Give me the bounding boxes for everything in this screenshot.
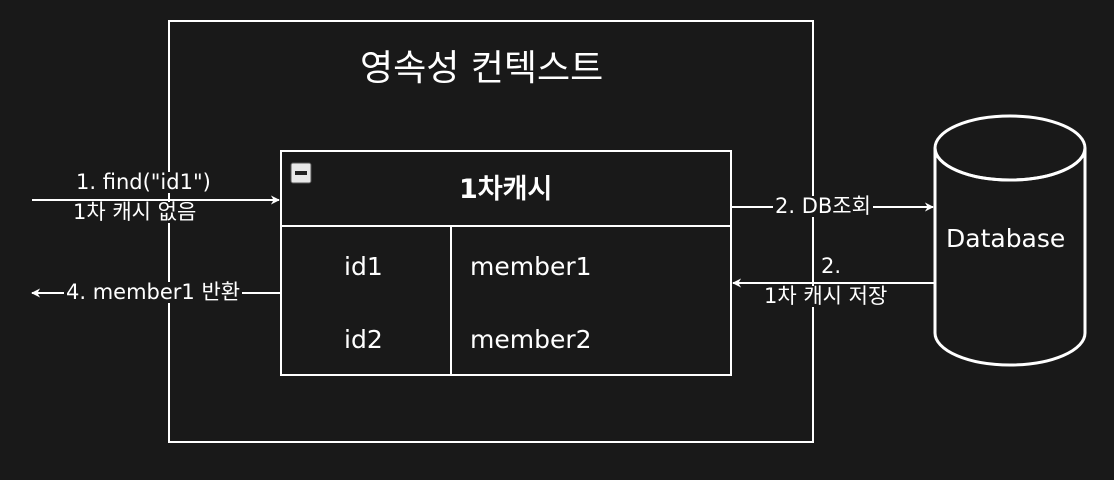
find-label-line2: 1차 캐시 없음: [71, 200, 199, 224]
save-label-line1: 2.: [819, 254, 844, 278]
cache-key-1: id1: [344, 252, 383, 281]
database-label: Database: [946, 224, 1066, 253]
save-label-line2: 1차 캐시 저장: [762, 284, 890, 308]
cache-value-1: member1: [470, 252, 592, 281]
return-label: 4. member1 반환: [64, 280, 243, 304]
cache-table-border: [280, 150, 732, 376]
db-query-label: 2. DB조회: [773, 194, 873, 218]
cache-key-2: id2: [344, 325, 383, 354]
cache-title: 1차캐시: [459, 174, 553, 205]
persistence-context-box: [168, 20, 814, 443]
database-cylinder: [933, 114, 1087, 367]
collapse-icon[interactable]: [290, 162, 312, 184]
context-title: 영속성 컨텍스트: [360, 48, 604, 89]
find-label-line1: 1. find("id1"): [74, 170, 213, 194]
cache-value-2: member2: [470, 325, 592, 354]
first-level-cache-table: [280, 150, 732, 376]
